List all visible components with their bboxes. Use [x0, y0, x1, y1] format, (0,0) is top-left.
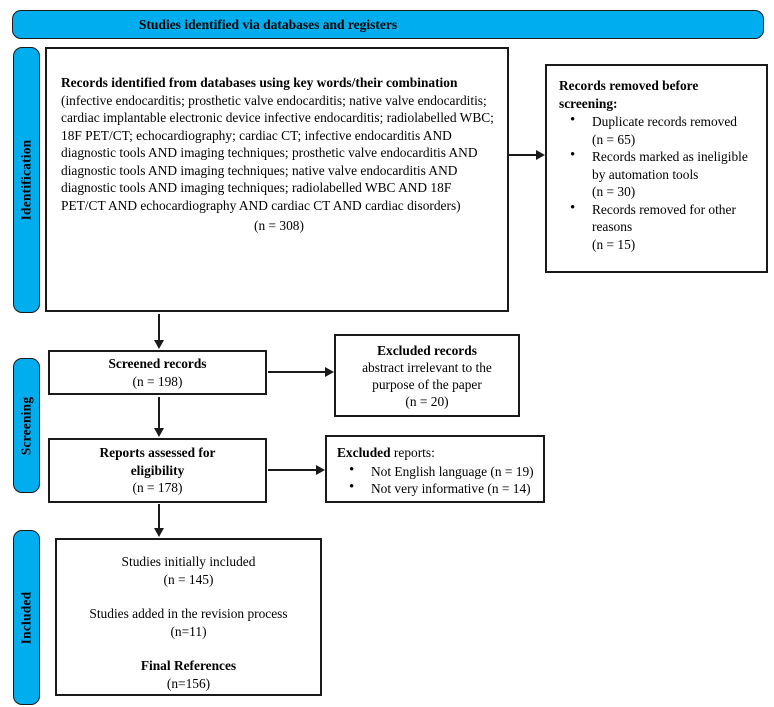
records-identified-count: (n = 308) [254, 218, 304, 233]
reports-assessed-count: (n = 178) [132, 480, 183, 496]
records-removed-list: Duplicate records removed (n = 65) Recor… [559, 112, 760, 254]
included-label: Included [18, 591, 34, 644]
removed-item-label: Records marked as ineligible by automati… [592, 149, 748, 182]
removed-item-label: Records removed for other reasons [592, 201, 736, 235]
phase-label-included: Included [13, 530, 40, 705]
records-identified-body: (infective endocarditis; prosthetic valv… [61, 92, 494, 213]
excluded-reports-title-rest: reports: [390, 445, 435, 460]
included-count: (n=11) [170, 623, 207, 639]
excluded-records-title: Excluded records [377, 342, 477, 358]
excluded-reports-list: Not English language (n = 19) Not very i… [337, 462, 539, 498]
excluded-records-count: (n = 20) [405, 393, 449, 409]
included-group-initial: Studies initially included (n = 145) [57, 553, 320, 588]
arrow-screened-to-excluded-records [268, 367, 334, 377]
records-removed-title: Records removed before screening: [559, 78, 699, 111]
arrow-identified-to-removed [509, 150, 545, 160]
arrow-reports-to-included [154, 504, 164, 537]
removed-item-count: (n = 15) [592, 236, 636, 252]
screened-records-title: Screened records [108, 356, 207, 371]
removed-item-count: (n = 65) [592, 131, 636, 147]
excluded-reports-title-bold: Excluded [337, 445, 391, 460]
arrow-reports-to-excluded-reports [268, 465, 325, 475]
list-item: Not English language (n = 19) [349, 462, 539, 481]
list-item: Records marked as ineligible by automati… [570, 147, 760, 201]
screened-records-count: (n = 198) [132, 373, 183, 389]
phase-label-screening: Screening [13, 358, 40, 493]
final-references-line: Final References [140, 658, 237, 673]
included-line: Studies added in the revision process [89, 606, 288, 621]
phase-label-identification: Identification [13, 47, 40, 313]
arrow-identified-to-screened [154, 314, 164, 349]
included-group-final: Final References (n=156) [57, 657, 320, 692]
identification-label: Identification [18, 139, 34, 221]
records-removed-box: Records removed before screening: Duplic… [545, 64, 768, 273]
reports-assessed-box: Reports assessed for eligibility (n = 17… [48, 438, 267, 503]
screening-label: Screening [18, 396, 34, 455]
excluded-records-box: Excluded records abstract irrelevant to … [334, 334, 520, 417]
excluded-reports-box: Excluded reports: Not English language (… [325, 435, 545, 503]
screened-records-box: Screened records (n = 198) [48, 350, 267, 395]
arrow-screened-to-reports [154, 397, 164, 437]
removed-item-label: Duplicate records removed [592, 114, 738, 129]
excluded-records-body: abstract irrelevant to the purpose of th… [362, 359, 492, 392]
header-banner: Studies identified via databases and reg… [12, 10, 764, 39]
excluded-reports-title: Excluded reports: [337, 444, 539, 462]
records-identified-box: Records identified from databases using … [45, 47, 509, 312]
records-identified-bold-lead: Records identified from databases using … [61, 75, 458, 90]
list-item: Records removed for other reasons (n = 1… [570, 200, 760, 254]
included-line: Studies initially included [121, 554, 256, 569]
header-title: Studies identified via databases and reg… [138, 16, 398, 32]
final-references-count: (n=156) [166, 675, 211, 691]
included-studies-box: Studies initially included (n = 145) Stu… [55, 538, 322, 696]
list-item: Duplicate records removed (n = 65) [570, 112, 760, 148]
list-item: Not very informative (n = 14) [349, 479, 539, 498]
records-identified-text: Records identified from databases using … [61, 74, 497, 214]
removed-item-count: (n = 30) [592, 184, 636, 199]
reports-assessed-title: Reports assessed for eligibility [99, 445, 216, 478]
included-count: (n = 145) [163, 571, 214, 587]
included-group-revision: Studies added in the revision process (n… [57, 605, 320, 640]
